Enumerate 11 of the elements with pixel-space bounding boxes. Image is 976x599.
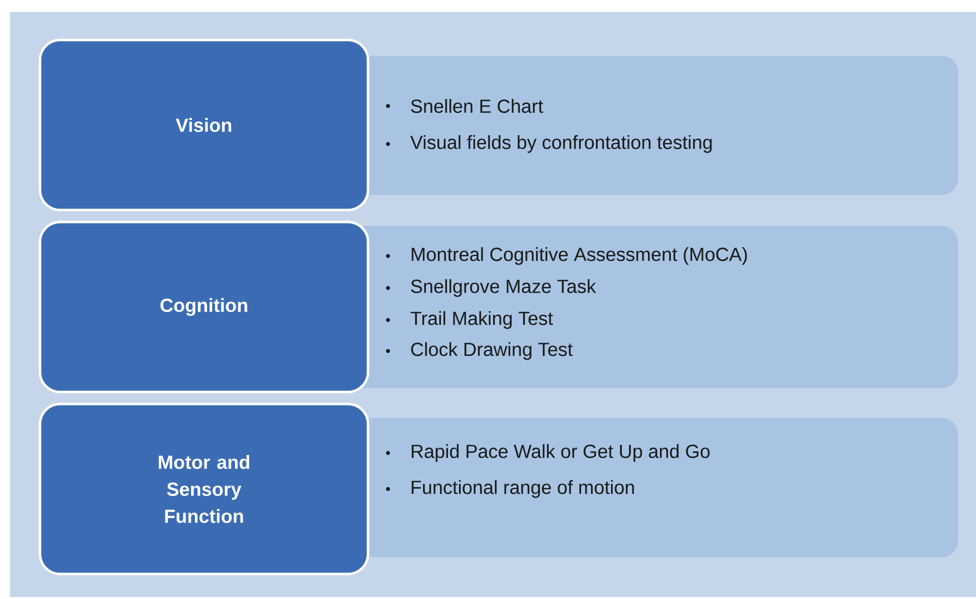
- category-box: Vision: [38, 38, 370, 212]
- bullet-item: Montreal Cognitive Assessment (MoCA): [412, 247, 747, 265]
- bullet-item: Visual fields by confrontation testing: [410, 135, 712, 153]
- bullet-item: Snellen E Chart: [411, 99, 544, 113]
- bullet-item: Snellgrove Maze Task: [411, 279, 596, 297]
- bullet-item: Functional range of motion: [412, 480, 634, 498]
- bullet-item: Rapid Pace Walk or Get Up and Go: [412, 444, 710, 462]
- category-box: Cognition: [38, 220, 370, 394]
- category-box: Motor and Sensory Function: [38, 402, 370, 576]
- bullet-item: Trail Making Test: [410, 311, 553, 329]
- bullet-item: Clock Drawing Test: [411, 342, 573, 360]
